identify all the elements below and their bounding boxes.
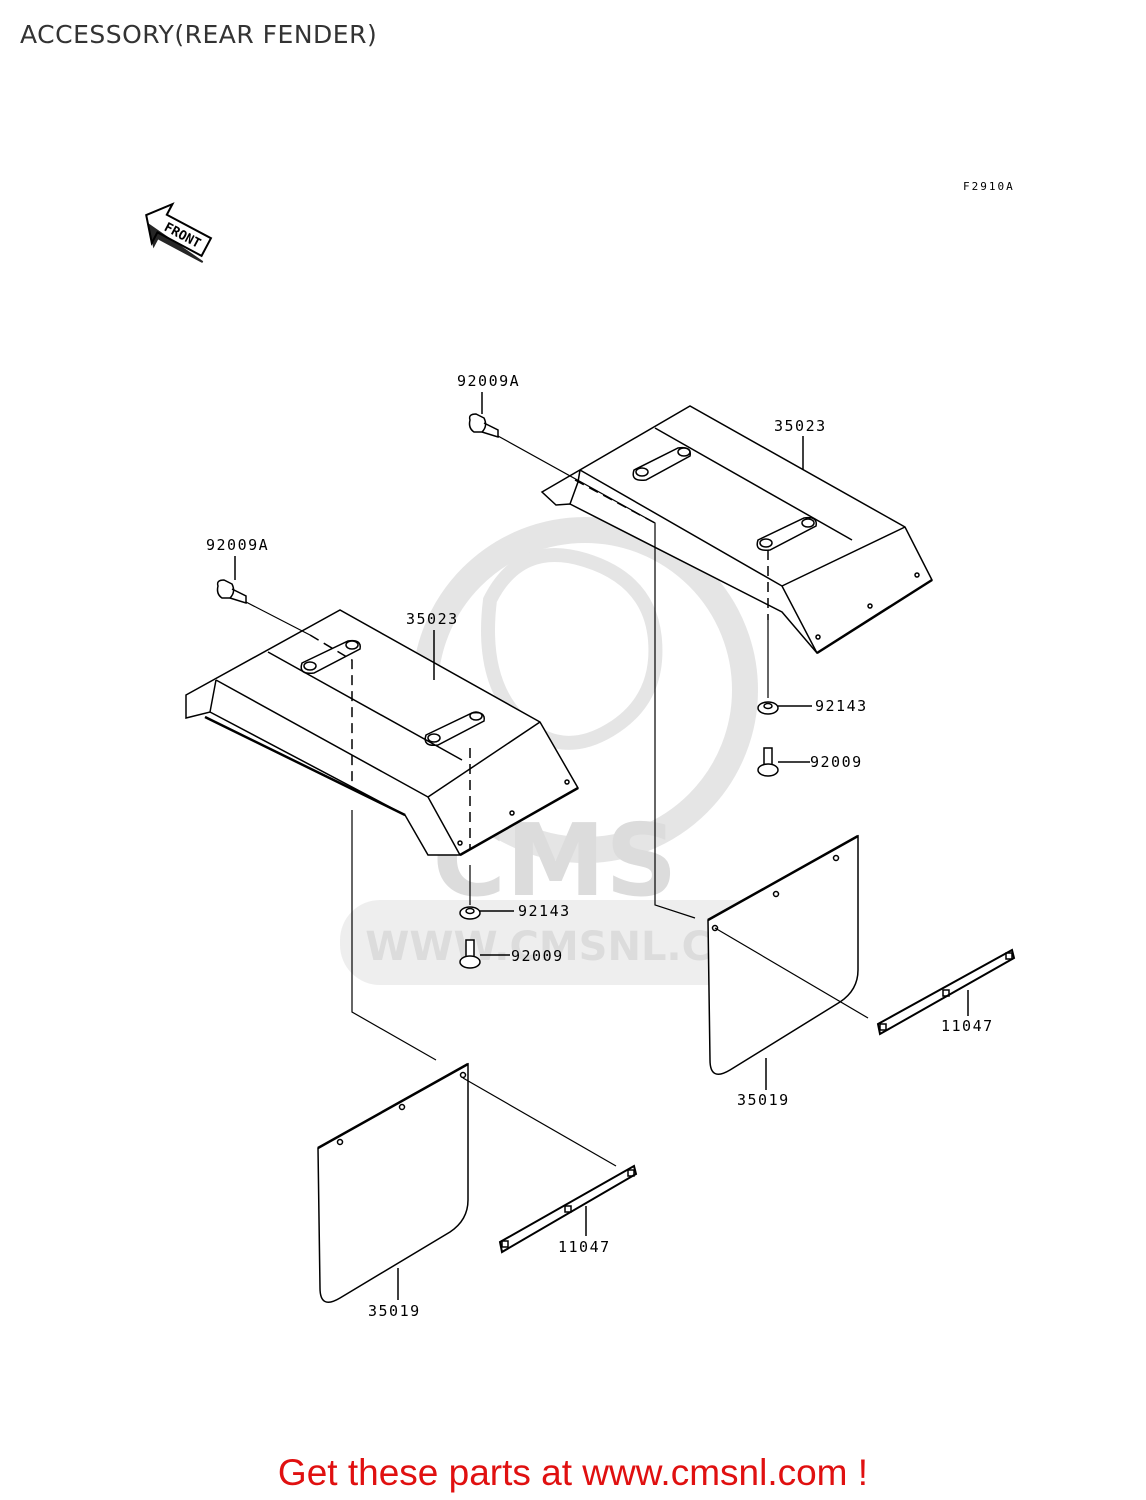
bolt-a-lower <box>216 579 247 605</box>
slot-pad <box>424 711 485 747</box>
plate-lower <box>498 1164 638 1254</box>
front-arrow-icon: FRONT <box>145 202 213 264</box>
part-label-fender-upper: 35023 <box>774 417 827 435</box>
part-label-fender-lower: 35023 <box>406 610 459 628</box>
part-label-flap-lower: 35019 <box>368 1302 421 1320</box>
plate-upper <box>876 948 1016 1036</box>
part-label-washer-upper: 92143 <box>815 697 868 715</box>
bolt-lower <box>459 939 481 969</box>
part-label-plate-lower: 11047 <box>558 1238 611 1256</box>
part-label-bolt-a-upper: 92009A <box>457 372 520 390</box>
part-label-flap-upper: 35019 <box>737 1091 790 1109</box>
bolt-a-upper <box>468 413 499 439</box>
page-title: ACCESSORY(REAR FENDER) <box>20 20 378 49</box>
part-label-plate-upper: 11047 <box>941 1017 994 1035</box>
lower-assembly <box>185 556 638 1303</box>
flap-upper <box>707 834 859 1075</box>
part-label-bolt-a-lower: 92009A <box>206 536 269 554</box>
slot-pad <box>756 516 817 552</box>
upper-assembly <box>468 392 1016 1090</box>
part-label-bolt-upper: 92009 <box>810 753 863 771</box>
part-label-washer-lower: 92143 <box>518 902 571 920</box>
part-label-bolt-lower: 92009 <box>511 947 564 965</box>
slot-pad <box>300 639 361 675</box>
fender-upper <box>540 405 933 655</box>
watermark-banner <box>340 900 810 985</box>
fender-lower <box>185 609 580 857</box>
washer-lower <box>459 906 481 920</box>
footer-promo: Get these parts at www.cmsnl.com ! <box>277 1452 869 1493</box>
flap-lower <box>317 1062 469 1303</box>
diagram-code: F2910A <box>963 180 1015 193</box>
slot-pad <box>632 446 691 482</box>
bolt-upper <box>757 747 779 777</box>
washer-upper <box>757 701 779 715</box>
